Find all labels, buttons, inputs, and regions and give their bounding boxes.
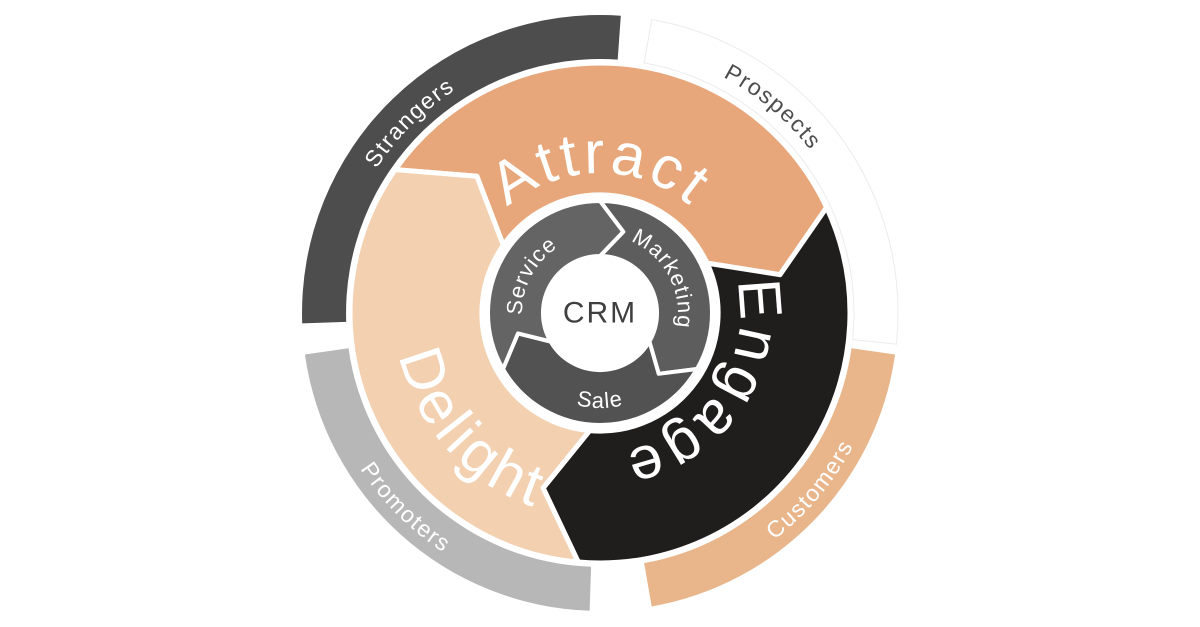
strangers-arc (302, 14, 621, 324)
delight-segment (347, 167, 593, 565)
outer-ring (302, 14, 899, 611)
engage-segment (540, 204, 853, 566)
attract-segment (392, 60, 830, 278)
marketing-segment (598, 199, 714, 376)
prospects-arc (643, 18, 899, 345)
inner-ring (486, 199, 714, 427)
main-ring (347, 60, 853, 566)
sale-label: Sale (575, 386, 624, 414)
sale-label-text: Sale (575, 386, 623, 414)
crm-label: CRM (563, 297, 637, 330)
service-segment (486, 199, 626, 371)
promoters-arc (304, 348, 592, 611)
crm-center-circle (548, 261, 652, 365)
customers-arc (644, 348, 896, 607)
sale-segment (501, 331, 699, 427)
